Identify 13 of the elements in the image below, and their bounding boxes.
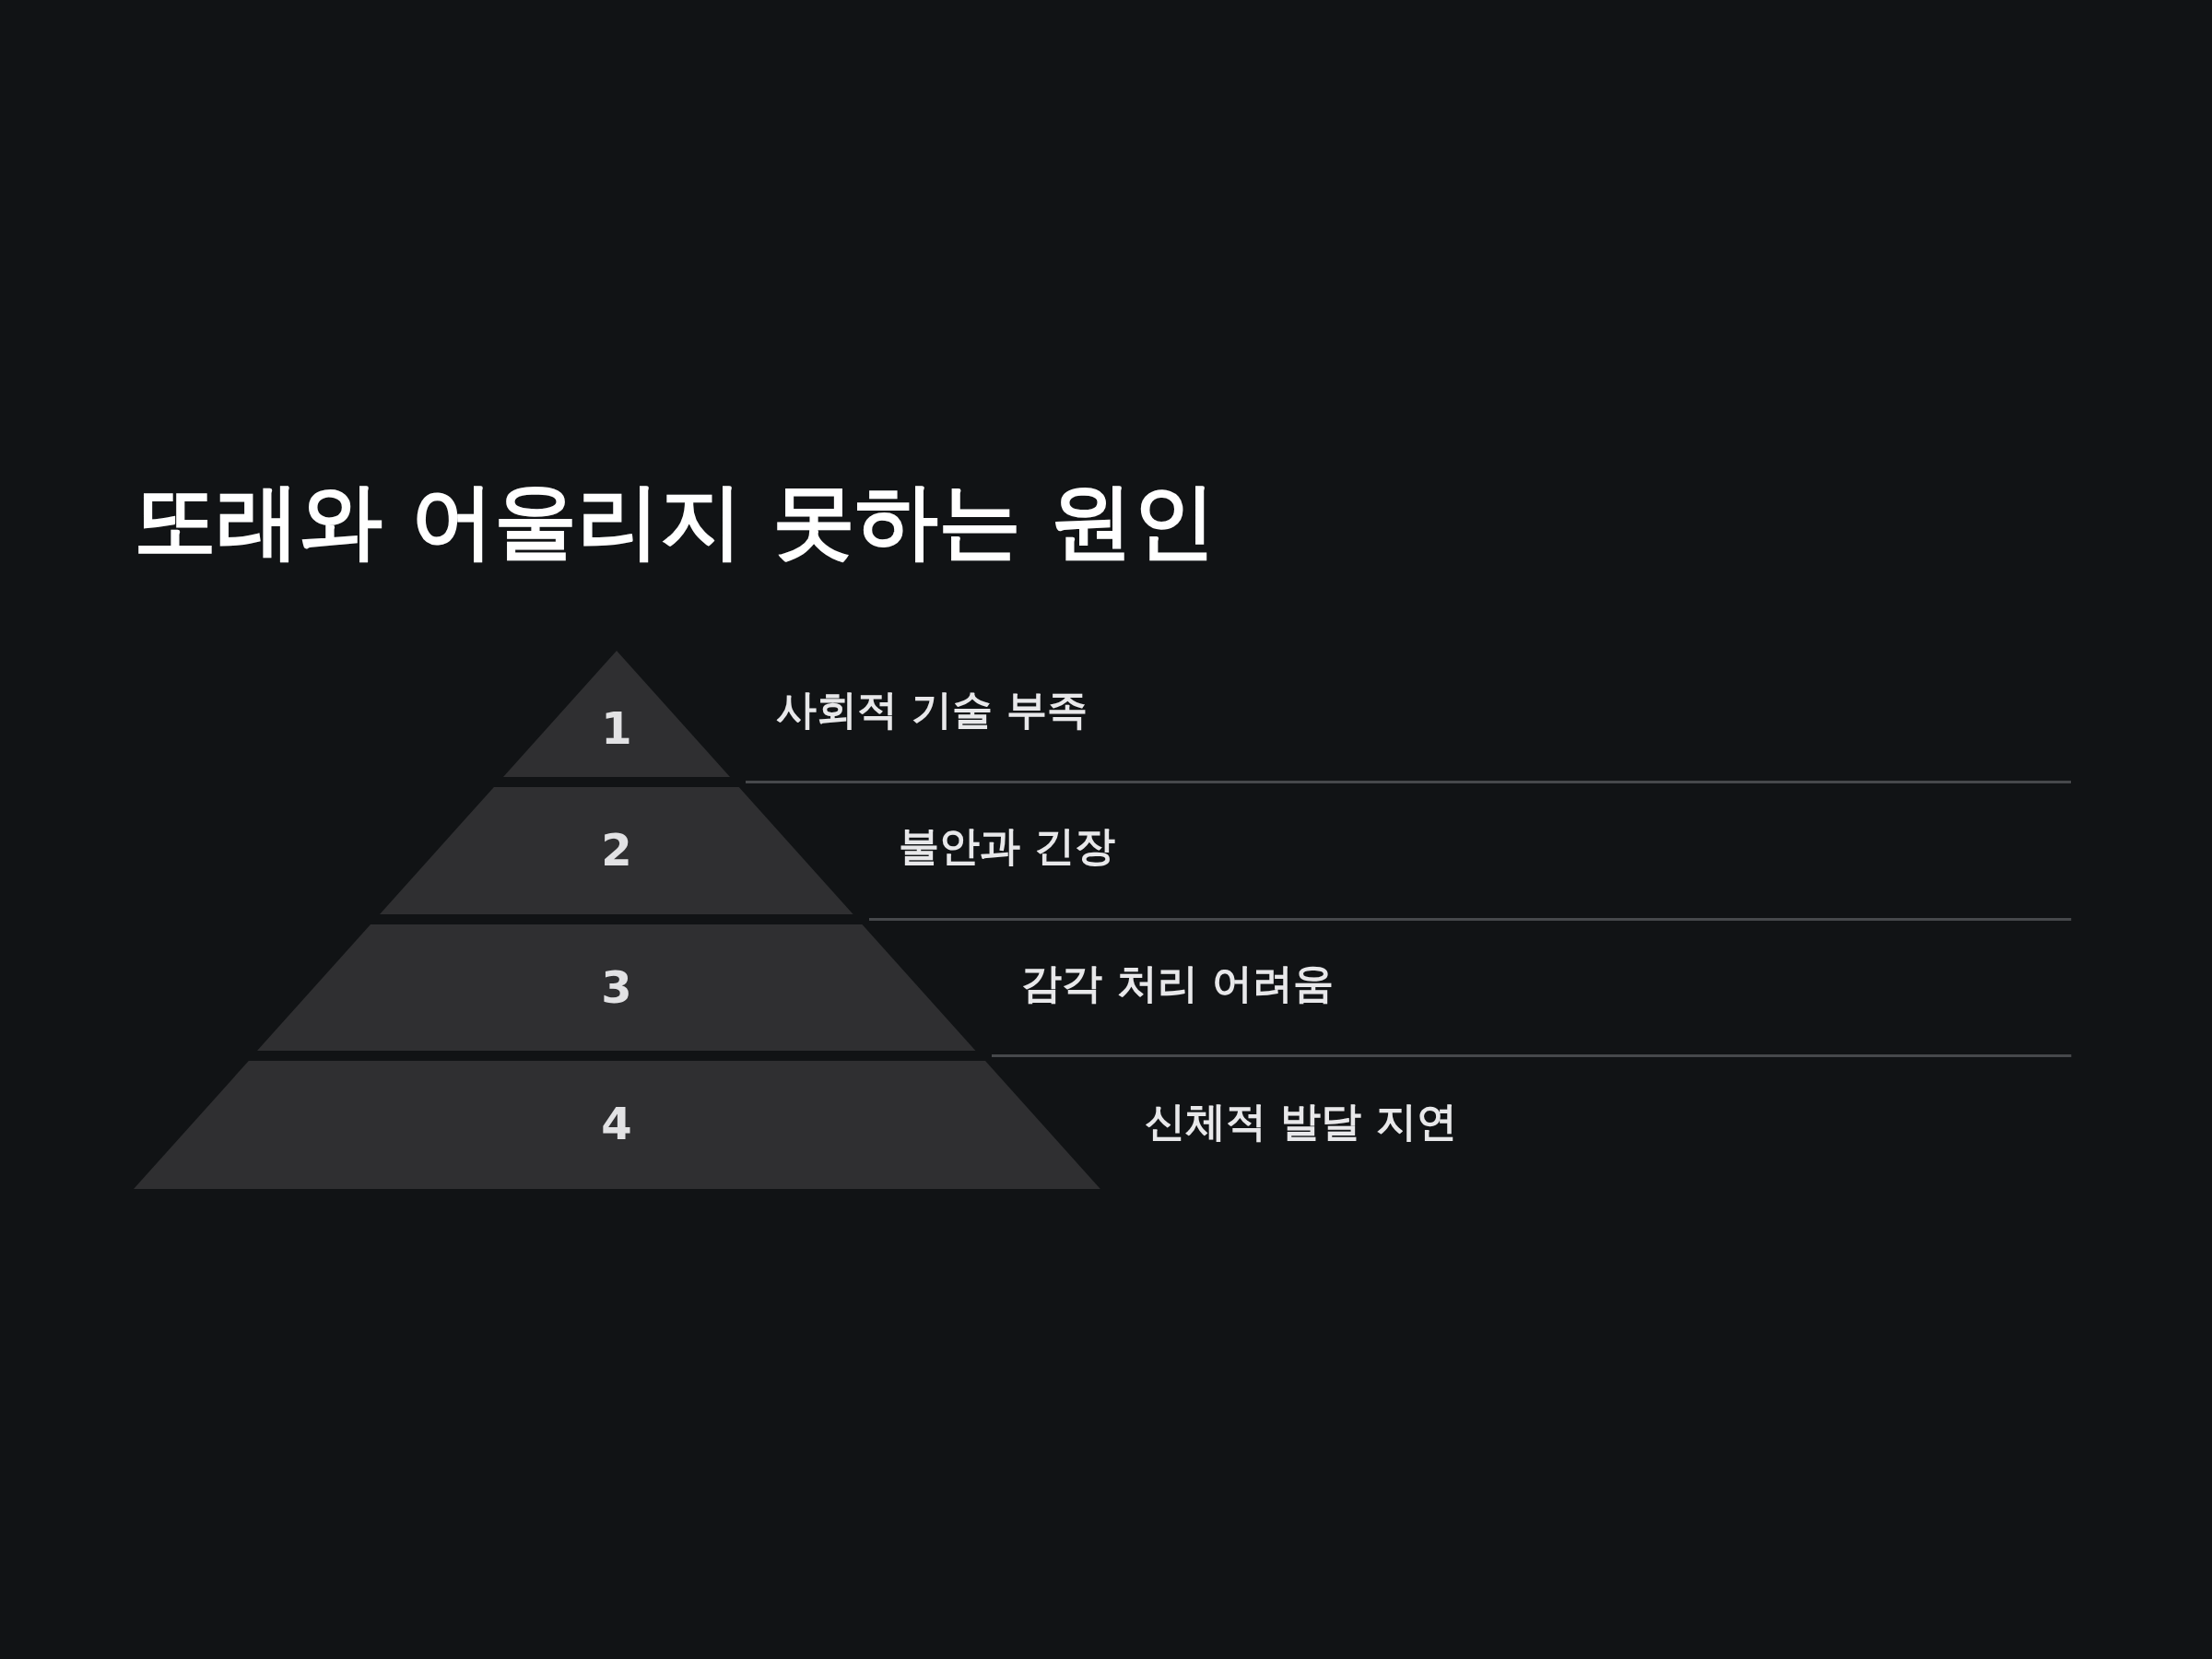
tier-label: 사회적 기술 부족 — [775, 685, 1088, 735]
pyramid-tier — [133, 1061, 1100, 1189]
tier-label: 불안과 긴장 — [898, 821, 1116, 871]
tier-number: 2 — [601, 823, 632, 877]
tier-number: 4 — [601, 1097, 632, 1150]
tier-number: 3 — [601, 960, 632, 1014]
tier-label: 신체적 발달 지연 — [1145, 1097, 1457, 1147]
pyramid-tier — [502, 651, 730, 777]
title: 또래와 어울리지 못하는 원인 — [134, 471, 1216, 571]
tier-number: 1 — [601, 701, 632, 755]
tier-label: 감각 처리 어려움 — [1021, 959, 1334, 1008]
pyramid-tier — [380, 787, 853, 914]
pyramid-tier — [257, 924, 976, 1051]
